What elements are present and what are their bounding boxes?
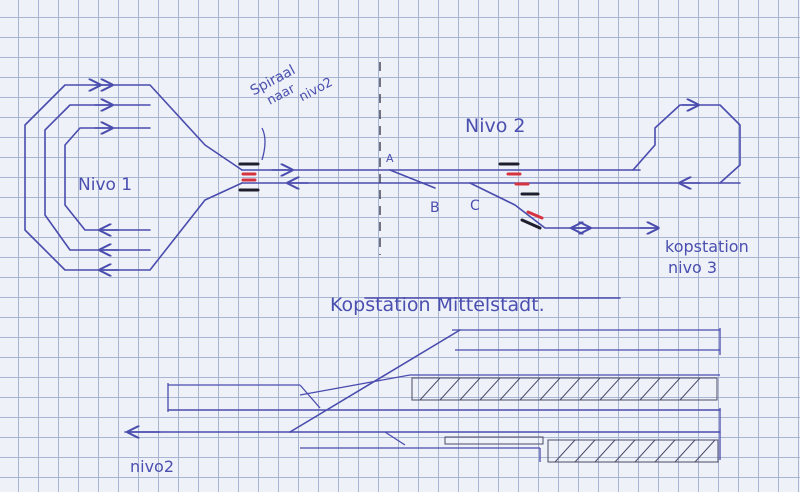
platform-3-hatch xyxy=(554,439,716,463)
crossing-c xyxy=(384,431,406,446)
label-spiral-3: nivo2 xyxy=(297,75,336,105)
label-switch-a: A xyxy=(386,152,394,165)
kopstation-mittelstadt xyxy=(124,297,721,463)
platform-3 xyxy=(547,439,719,463)
label-mittelstadt: Kopstation Mittelstadt. xyxy=(330,294,545,316)
platform-2 xyxy=(444,436,544,445)
loop-outer xyxy=(24,84,243,271)
crossing-a xyxy=(299,384,321,409)
label-kopstation-nivo3: nivo 3 xyxy=(668,258,717,277)
spiral-markers xyxy=(238,162,544,230)
platform-1 xyxy=(411,377,718,401)
label-nivo2: Nivo 2 xyxy=(465,115,526,137)
switch-c-branch xyxy=(469,182,656,229)
spiral-pointer xyxy=(261,127,266,161)
mainline-upper xyxy=(241,104,741,229)
loop-middle xyxy=(44,104,151,251)
marker-black-5 xyxy=(520,218,542,230)
crossing-b xyxy=(299,374,411,396)
label-nivo1: Nivo 1 xyxy=(78,175,132,195)
marker-red-5 xyxy=(526,210,544,220)
label-kopstation: kopstation xyxy=(665,237,749,256)
loop-inner xyxy=(64,127,151,231)
label-switch-c: C xyxy=(470,198,480,214)
platform-1-hatch xyxy=(419,377,701,401)
nivo1-loop xyxy=(24,84,243,271)
switch-a-branch xyxy=(389,169,436,189)
label-switch-b: B xyxy=(430,200,440,216)
right-return-loop xyxy=(632,104,741,184)
label-spiral: Spiraal naar nivo2 xyxy=(248,62,336,108)
label-nivo2-exit: nivo2 xyxy=(130,457,174,476)
